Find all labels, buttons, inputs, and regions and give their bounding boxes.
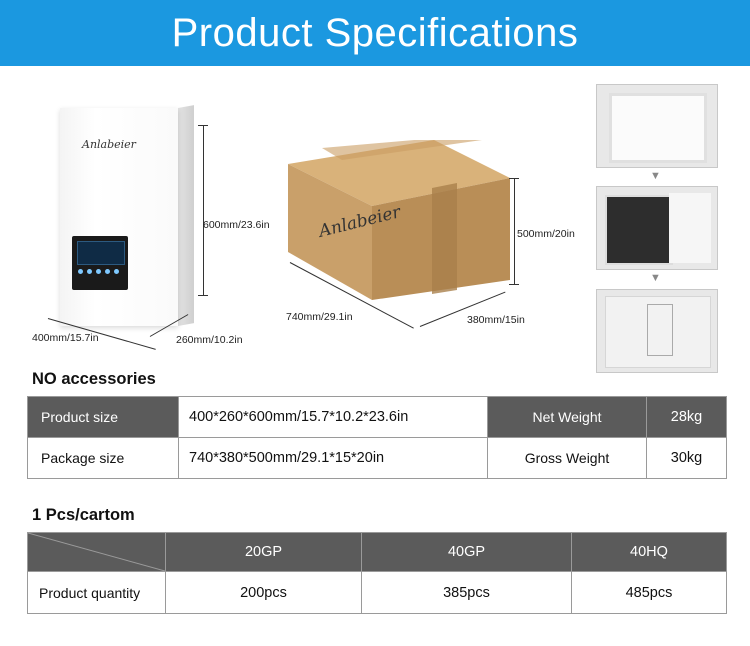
col-header-40hq-text: 40HQ — [630, 544, 668, 560]
package-length-label: 740mm/29.1in — [286, 311, 353, 323]
arrow-down-icon: ▼ — [650, 272, 661, 284]
table-row: Package size 740*380*500mm/29.1*15*20in … — [27, 437, 727, 479]
cartom-table: 20GP 40GP 40HQ Product quantity 200pcs 3… — [27, 532, 727, 614]
product-quantity-label: Product quantity — [27, 571, 166, 614]
boiler-button-dot — [114, 269, 119, 274]
diagonal-divider — [28, 533, 165, 571]
col-header-20gp-text: 20GP — [244, 544, 283, 560]
boiler-button-dot — [87, 269, 92, 274]
boiler-height-tick-bottom — [198, 295, 208, 296]
col-header-40hq: 40HQ — [571, 532, 727, 572]
qty-20gp: 200pcs — [165, 571, 362, 614]
mounting-bracket — [647, 304, 673, 356]
net-weight-value: 28kg — [646, 396, 727, 438]
arrow-down-icon: ▼ — [650, 170, 661, 182]
boiler-in-foam — [605, 195, 673, 265]
table-row: Product size 400*260*600mm/15.7*10.2*23.… — [27, 396, 727, 438]
boiler-button-dot — [78, 269, 83, 274]
boiler-back-panel — [605, 296, 711, 368]
boiler-width-label: 400mm/15.7in — [32, 332, 99, 344]
net-weight-label: Net Weight — [487, 396, 647, 438]
gross-weight-label-text: Gross Weight — [524, 450, 610, 466]
gross-weight-value-text: 30kg — [670, 450, 703, 466]
col-header-40gp: 40GP — [361, 532, 572, 572]
boiler-buttons — [78, 269, 119, 274]
accessories-title: NO accessories — [32, 370, 156, 388]
boiler-control-panel — [72, 236, 128, 290]
product-size-value: 400*260*600mm/15.7*10.2*23.6in — [178, 396, 488, 438]
foam-tray — [609, 93, 707, 163]
col-header-40gp-text: 40GP — [447, 544, 486, 560]
spec-table: Product size 400*260*600mm/15.7*10.2*23.… — [27, 396, 727, 479]
box-tape-top — [322, 140, 482, 160]
qty-40hq: 485pcs — [571, 571, 727, 614]
package-height-tick-top — [509, 178, 519, 179]
package-height-label: 500mm/20in — [517, 228, 575, 240]
col-header-20gp: 20GP — [165, 532, 362, 572]
qty-40hq-text: 485pcs — [625, 584, 673, 601]
table-row: Product quantity 200pcs 385pcs 485pcs — [27, 571, 727, 614]
diagonal-divider-line — [28, 533, 165, 571]
package-size-value: 740*380*500mm/29.1*15*20in — [178, 437, 488, 479]
box-tape-strip — [432, 183, 457, 294]
package-size-value-text: 740*380*500mm/29.1*15*20in — [189, 450, 385, 466]
package-height-dimension-line — [514, 178, 515, 284]
boiler-depth-label: 260mm/10.2in — [176, 334, 243, 346]
qty-40gp: 385pcs — [361, 571, 572, 614]
package-height-tick-bottom — [509, 284, 519, 285]
boiler-height-dimension-line — [203, 125, 204, 295]
package-width-label: 380mm/15in — [467, 314, 525, 326]
table-row: 20GP 40GP 40HQ — [27, 532, 727, 572]
qty-20gp-text: 200pcs — [240, 584, 287, 601]
qty-40gp-text: 385pcs — [443, 584, 490, 601]
boiler-button-dot — [105, 269, 110, 274]
foam-lid — [669, 193, 711, 263]
boiler-display-screen — [77, 241, 125, 265]
packing-step-1-image — [596, 84, 718, 168]
packing-step-3-image — [596, 289, 718, 373]
boiler-height-label: 600mm/23.6in — [203, 219, 270, 231]
cartom-header-corner — [27, 532, 166, 572]
boiler-height-tick-top — [198, 125, 208, 126]
boiler-button-dot — [96, 269, 101, 274]
product-size-label: Product size — [27, 396, 179, 438]
gross-weight-value: 30kg — [646, 437, 727, 479]
net-weight-value-text: 28kg — [670, 409, 703, 425]
net-weight-label-text: Net Weight — [532, 409, 602, 425]
boiler-brand-logo: Anlabeier — [82, 138, 136, 151]
package-size-label: Package size — [27, 437, 179, 479]
header-banner: Product Specifications — [0, 0, 750, 66]
page-title: Product Specifications — [171, 10, 579, 55]
product-size-label-text: Product size — [41, 409, 119, 425]
packing-step-2-image — [596, 186, 718, 270]
boiler-side-panel — [178, 105, 194, 326]
product-quantity-label-text: Product quantity — [39, 584, 141, 601]
product-size-value-text: 400*260*600mm/15.7*10.2*23.6in — [189, 409, 409, 425]
package-box-illustration — [288, 140, 510, 300]
gross-weight-label: Gross Weight — [487, 437, 647, 479]
box-front-face — [288, 164, 372, 300]
cartom-title: 1 Pcs/cartom — [32, 506, 135, 524]
package-size-label-text: Package size — [41, 450, 125, 466]
